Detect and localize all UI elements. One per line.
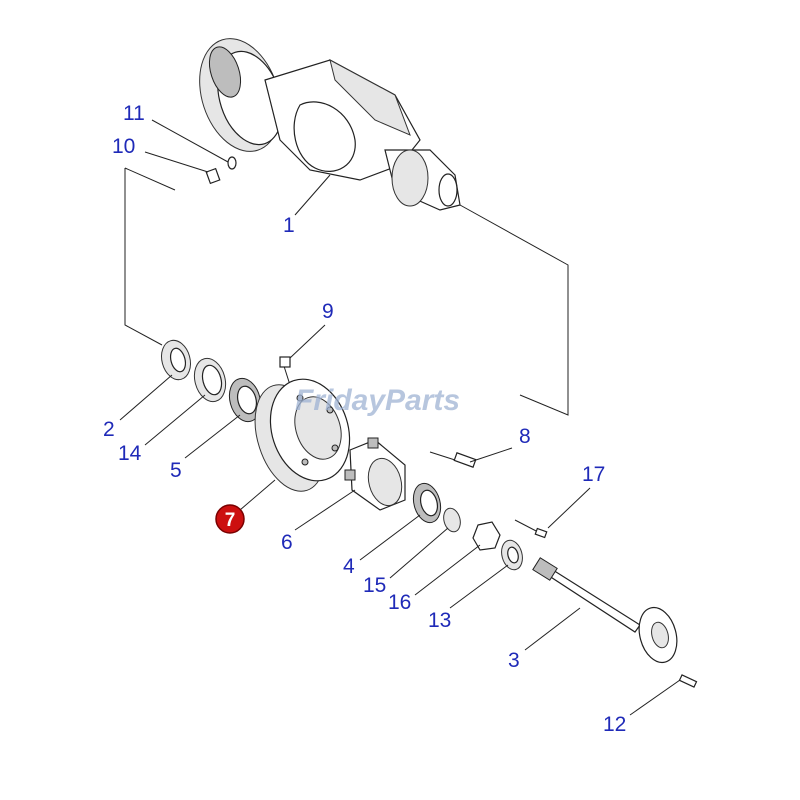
callout-1: 1 — [283, 214, 295, 237]
shim-part-14 — [193, 357, 227, 403]
washer-part-11 — [227, 156, 237, 170]
bolt-part-10 — [205, 167, 221, 185]
callout-9: 9 — [322, 300, 334, 323]
callout-11: 11 — [123, 102, 145, 125]
ring-gear-part-7 — [254, 378, 351, 492]
callout-8: 8 — [519, 425, 531, 448]
callout-3: 3 — [508, 649, 520, 672]
shim-part-15 — [443, 507, 461, 533]
bolt-part-12 — [678, 674, 698, 688]
callout-15: 15 — [363, 574, 386, 597]
seal-part-13 — [501, 539, 523, 571]
callout-leaders — [119, 119, 681, 716]
callout-4: 4 — [343, 555, 355, 578]
callout-6: 6 — [281, 531, 293, 554]
nut-part-16 — [472, 521, 501, 551]
axle-housing-part-1 — [199, 38, 461, 211]
bolt-part-9 — [279, 356, 291, 368]
bearing-part-5 — [228, 377, 262, 423]
callout-14: 14 — [118, 442, 142, 465]
callout-16: 16 — [388, 591, 411, 614]
callout-7: 7 — [225, 510, 236, 531]
carrier-part-6 — [344, 437, 406, 511]
axle-shaft-part-3 — [532, 557, 678, 664]
callout-13: 13 — [428, 609, 451, 632]
screw-part-17 — [534, 527, 548, 539]
callout-10: 10 — [112, 135, 135, 158]
callout-2: 2 — [103, 418, 115, 441]
callout-labels: 11 10 1 9 2 14 5 6 8 4 15 16 13 17 3 12 — [103, 102, 626, 736]
callout-5: 5 — [170, 459, 182, 482]
seal-part-2 — [161, 339, 191, 381]
callout-17: 17 — [582, 463, 605, 486]
pin-part-8 — [453, 452, 477, 468]
callout-12: 12 — [603, 713, 626, 736]
bearing-part-4 — [412, 482, 442, 524]
highlighted-callout-7[interactable]: 7 — [215, 504, 245, 534]
watermark-text: FridayParts — [295, 384, 460, 417]
